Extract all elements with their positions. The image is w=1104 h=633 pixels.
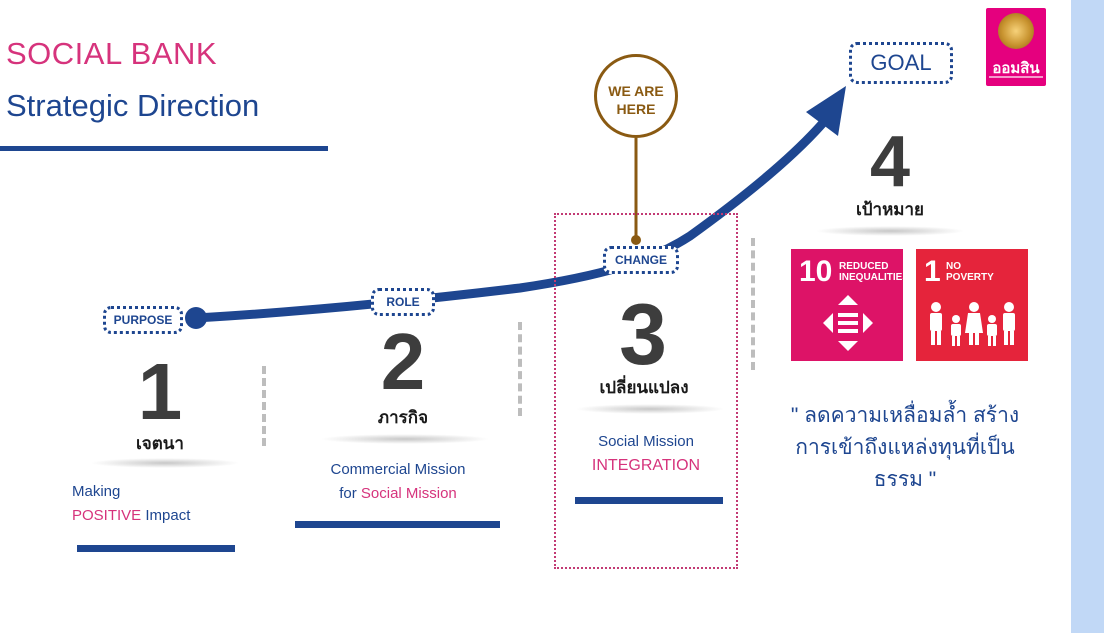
stage-2-shadow: [320, 434, 490, 444]
stage-2-bar: [295, 521, 500, 528]
change-pill: CHANGE: [603, 246, 679, 274]
stage-2-number: 2: [380, 317, 426, 406]
sdg-1-number: 1: [924, 255, 941, 288]
logo-text: ออมสิน: [992, 60, 1040, 77]
sdg-10-title-line2: INEQUALITIES: [839, 272, 910, 283]
seal-icon: [998, 13, 1034, 49]
sdg-10-title: REDUCED INEQUALITIES: [839, 261, 909, 283]
we-are-here-line1: WE ARE: [608, 83, 664, 99]
page-title: SOCIAL BANK: [6, 36, 218, 71]
stage-1-desc-rest: Impact: [141, 507, 191, 524]
sdg-1-title-line2: POVERTY: [946, 272, 994, 283]
current-stage-highlight-box: [554, 213, 738, 569]
quote-line3: ธรรม ": [873, 468, 937, 491]
stage-4-shadow: [815, 226, 965, 236]
family-icon: [930, 302, 1015, 346]
stage-3-description: Social Mission INTEGRATION: [560, 430, 732, 478]
sdg-10-title-line1: REDUCED: [839, 261, 889, 272]
role-pill: ROLE: [371, 288, 435, 316]
stage-2-label: ภารกิจ: [377, 408, 429, 427]
we-are-here-marker: WE ARE HERE: [594, 54, 678, 138]
divider-3: [751, 238, 755, 370]
here-pointer-dot: [631, 235, 641, 245]
stage-3-highlight: INTEGRATION: [591, 457, 701, 474]
sdg-10-card: 10 REDUCED INEQUALITIES: [791, 249, 909, 361]
sdg-1-title: NO POVERTY: [946, 261, 994, 283]
stage-1-shadow: [90, 458, 240, 468]
stage-4-label: เป้าหมาย: [855, 200, 925, 219]
stage-3-desc-line1: Social Mission: [598, 433, 694, 450]
arrow-head-icon: [806, 86, 846, 136]
stage-4-number: 4: [869, 122, 911, 202]
page-subtitle: Strategic Direction: [6, 88, 260, 123]
we-are-here-line2: HERE: [616, 101, 656, 117]
curve-start-dot: [185, 307, 207, 329]
gsb-logo: ออมสิน: [986, 8, 1046, 86]
stage-3-label: เปลี่ยนแปลง: [599, 378, 689, 397]
stage-2-desc-prefix: for: [339, 485, 361, 502]
title-underline: [0, 146, 328, 151]
quote-line1: " ลดความเหลื่อมล้ำ สร้าง: [790, 404, 1020, 427]
sdg-1-title-line1: NO: [946, 261, 961, 272]
stage-3-bar: [575, 497, 723, 504]
inequality-icon: [823, 295, 873, 351]
side-strip: [1071, 0, 1104, 633]
stage-2-description: Commercial Mission for Social Mission: [298, 458, 498, 506]
goal-pill: GOAL: [849, 42, 953, 84]
divider-1: [262, 366, 266, 446]
stage-3-shadow: [575, 404, 725, 414]
sdg-10-number: 10: [799, 255, 833, 288]
stage-2-desc-line2: for Social Mission: [298, 482, 498, 506]
stage-1-description: Making POSITIVE Impact: [72, 480, 252, 528]
stage-2-desc-line1: Commercial Mission: [330, 461, 466, 478]
stage-1-desc-line1: Making: [72, 483, 121, 500]
stage-1-highlight: POSITIVE: [72, 507, 142, 524]
goal-quote: " ลดความเหลื่อมล้ำ สร้าง การเข้าถึงแหล่ง…: [770, 400, 1040, 496]
stage-1-bar: [77, 545, 235, 552]
divider-2: [518, 322, 522, 416]
stage-1-desc-line2: POSITIVE Impact: [72, 504, 252, 528]
stage-2-highlight: Social Mission: [360, 485, 457, 502]
stage-1-label: เจตนา: [136, 434, 184, 453]
stage-3-number: 3: [619, 287, 667, 383]
stage-1-number: 1: [137, 347, 183, 436]
sdg-1-card: 1 NO POVERTY: [916, 249, 1028, 361]
purpose-pill: PURPOSE: [103, 306, 183, 334]
logo-underline: [989, 76, 1043, 78]
quote-line2: การเข้าถึงแหล่งทุนที่เป็น: [795, 436, 1015, 459]
